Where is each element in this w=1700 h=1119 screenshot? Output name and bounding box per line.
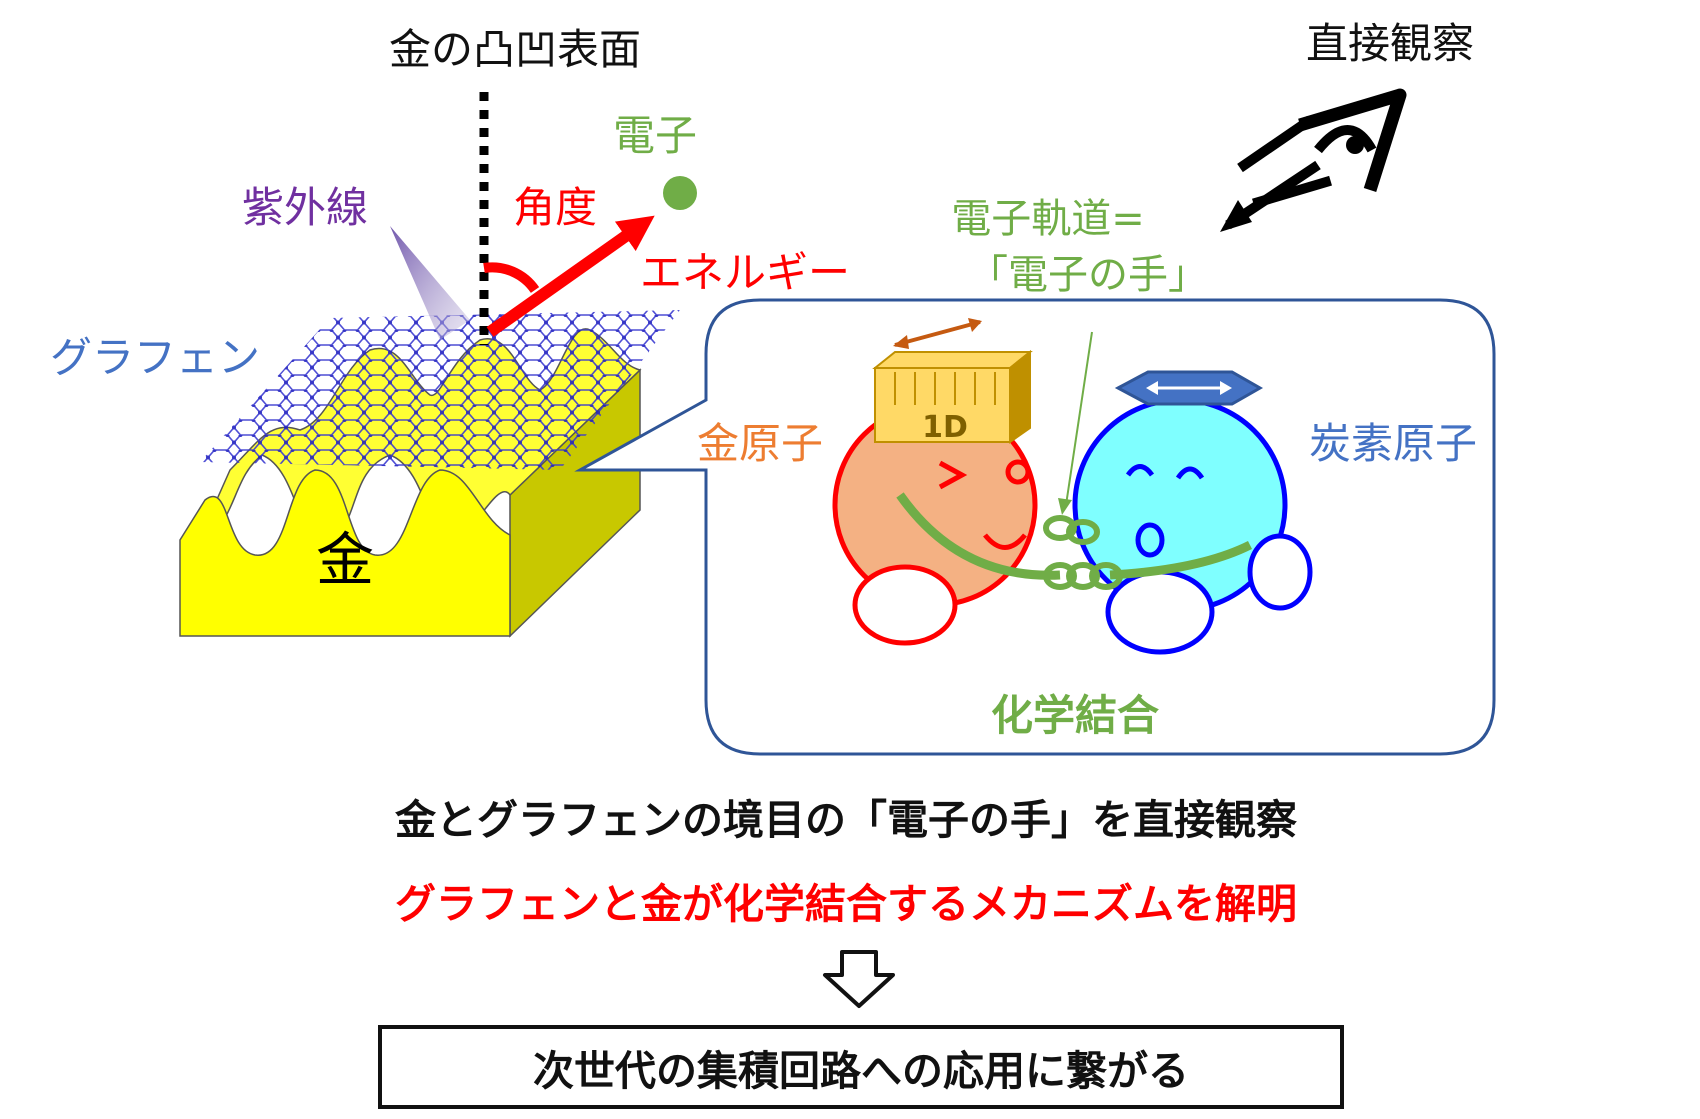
orbital-label-line2: 「電子の手」	[968, 252, 1208, 298]
graphene-sheet	[200, 310, 680, 470]
energy-label: エネルギー	[640, 248, 850, 297]
angle-label: 角度	[513, 183, 597, 232]
gold-1d-arrow	[894, 320, 981, 347]
carbon-atom-label: 炭素原子	[1309, 419, 1477, 468]
direct-observation-label: 直接観察	[1306, 19, 1474, 68]
down-arrow-icon	[823, 950, 895, 1008]
electron-label: 電子	[613, 111, 697, 160]
electron-dot	[663, 176, 697, 210]
ultraviolet-label: 紫外線	[242, 183, 368, 232]
result-text: 次世代の集積回路への応用に繋がる	[533, 1047, 1189, 1095]
angle-arc	[483, 262, 540, 294]
ultraviolet-beam	[390, 226, 470, 340]
carbon-atom-character	[1072, 370, 1313, 655]
electron-orbital-arms	[896, 492, 1253, 590]
gold-block-front	[179, 469, 511, 637]
summary-line1: 金とグラフェンの境目の「電子の手」を直接観察	[394, 796, 1297, 844]
graphene-label: グラフェン	[50, 333, 260, 382]
chemical-bond-label: 化学結合	[991, 691, 1159, 740]
eye-icon	[1298, 88, 1407, 192]
gold-1d-label: 1D	[922, 410, 968, 445]
carbon-atom-foot	[1105, 569, 1215, 655]
gold-block-label: 金	[316, 526, 374, 594]
electron-arrow	[486, 215, 655, 337]
carbon-atom-hand	[1247, 533, 1313, 611]
orbital-label-line1: 電子軌道=	[951, 196, 1145, 242]
callout-bubble	[574, 298, 1496, 756]
summary-line2: グラフェンと金が化学結合するメカニズムを解明	[395, 880, 1297, 928]
gold-surface-label: 金の凸凹表面	[389, 25, 641, 74]
gold-1d-block: 1D	[872, 349, 1033, 445]
gold-atom-label: 金原子	[697, 419, 823, 468]
gold-atom-character: 1D	[832, 318, 1038, 646]
result-box: 次世代の集積回路への応用に繋がる	[378, 1025, 1344, 1109]
observation-arrow	[1220, 115, 1332, 232]
orbital-pointer	[1065, 331, 1093, 506]
gold-atom-foot	[852, 564, 958, 646]
